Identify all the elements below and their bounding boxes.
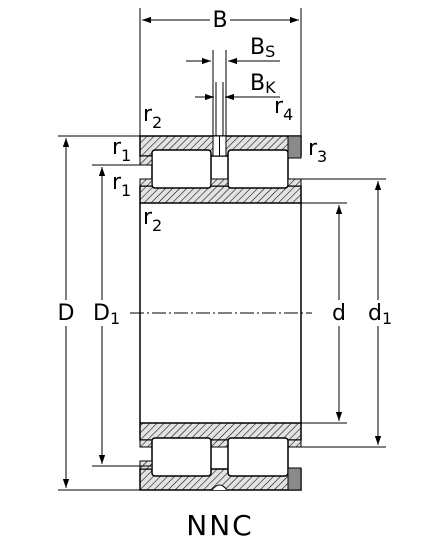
label-r2-bottom: r2 [143, 205, 162, 235]
label-D: D [58, 301, 75, 326]
lubrication-groove-bottom [211, 484, 228, 491]
roller-bottom-right [227, 437, 289, 477]
label-r1-lower: r1 [112, 170, 131, 200]
dimension-D [52, 135, 140, 491]
label-D1: D1 [93, 301, 120, 328]
label-d: d [332, 301, 346, 326]
flange-bottom-right-snap [287, 467, 302, 491]
bottom-section [139, 422, 302, 491]
label-r3: r3 [308, 136, 327, 166]
diagram-title: NNC [186, 509, 253, 542]
roller-top-left [151, 149, 212, 189]
dimension-d [301, 202, 350, 424]
top-section [139, 135, 302, 204]
dimension-B [139, 8, 302, 136]
flange-top-left [139, 155, 153, 166]
label-B: B [212, 8, 227, 33]
label-d1: d1 [368, 301, 392, 328]
dimension-D1 [90, 164, 152, 467]
roller-top-right [227, 149, 289, 189]
dimension-Bs-Bk [186, 50, 280, 136]
roller-bottom-left [151, 437, 212, 477]
label-r1-upper: r1 [112, 135, 131, 165]
dimension-d1 [301, 178, 400, 448]
label-Bk: BK [250, 71, 276, 97]
flange-top-right-snap [287, 135, 302, 159]
label-r2-top: r2 [143, 102, 162, 132]
label-r4: r4 [274, 94, 293, 124]
label-Bs: BS [250, 35, 275, 61]
